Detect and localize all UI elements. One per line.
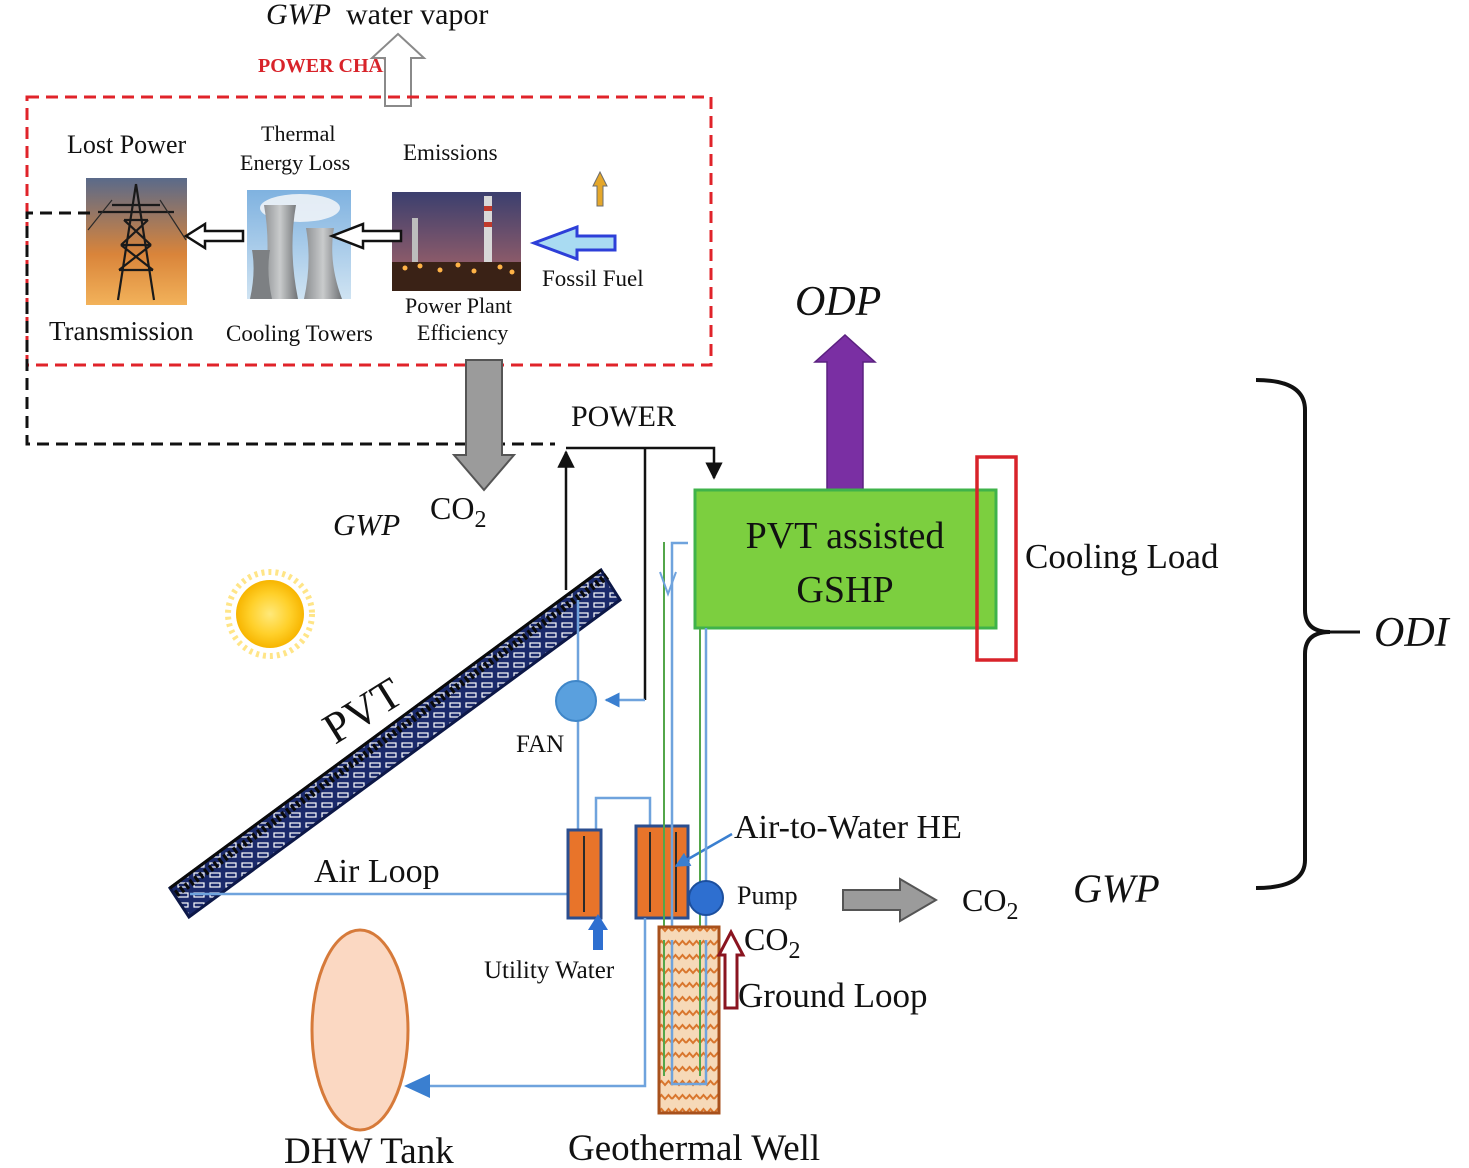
he-crossover-line — [594, 796, 652, 830]
top-gwp-label: GWP — [266, 0, 331, 31]
dhw-tank — [310, 928, 410, 1132]
fossil-fuel-arrow — [529, 224, 617, 262]
cooling-load-marker — [975, 455, 1018, 662]
lost-power-label: Lost Power — [67, 130, 187, 159]
co2-left-label: CO2 — [430, 490, 486, 533]
gwp-right-label: GWP — [1073, 866, 1160, 911]
fan-circle — [555, 680, 597, 722]
dhw-supply-arrowhead — [404, 1074, 430, 1098]
transmission-label: Transmission — [49, 316, 194, 346]
dhw-supply-line — [410, 918, 647, 1094]
ground-loop-supply-line — [670, 541, 688, 1084]
cooling-load-label: Cooling Load — [1025, 537, 1219, 576]
thermal-loss-line1: Thermal — [261, 121, 336, 146]
utility-water-label: Utility Water — [484, 957, 615, 984]
co2-down-arrow — [451, 359, 517, 492]
top-water-vapor-label: water vapor — [346, 0, 488, 31]
fan-label: FAN — [516, 731, 564, 758]
geothermal-well-label: Geothermal Well — [568, 1128, 820, 1168]
transmission-tower-image — [86, 178, 187, 305]
thermal-loss-line2: Energy Loss — [240, 150, 350, 175]
power-chain-title: POWER CHAIN — [258, 55, 406, 77]
air-to-water-heat-exchanger — [634, 824, 690, 920]
emission-up-arrow — [592, 170, 608, 207]
air-to-water-label: Air-to-Water HE — [734, 809, 962, 846]
gshp-line1: PVT assisted — [746, 515, 945, 557]
pvt-panel — [167, 567, 623, 920]
towers-to-transmission-arrow — [183, 221, 245, 251]
odi-label: ODI — [1374, 610, 1451, 656]
ground-loop-label: Ground Loop — [738, 976, 928, 1015]
power-plant-line1: Power Plant — [405, 293, 512, 318]
well-green-overlay — [663, 940, 701, 1076]
lost-power-dashed-line — [25, 211, 555, 446]
odi-brace — [1255, 378, 1331, 890]
ground-loop-co2-arrow — [716, 928, 746, 1010]
cooling-towers-label: Cooling Towers — [226, 321, 373, 346]
utility-water-heat-exchanger — [566, 828, 603, 920]
odp-label: ODP — [795, 279, 881, 325]
gshp-line2: GSHP — [796, 569, 893, 611]
power-plant-image — [392, 192, 521, 291]
emissions-label: Emissions — [403, 140, 498, 165]
plant-to-towers-arrow — [328, 222, 403, 250]
sun-icon — [225, 569, 315, 659]
dhw-tank-label: DHW Tank — [284, 1131, 454, 1168]
cooling-towers-image — [247, 190, 351, 299]
geothermal-well — [657, 925, 721, 1115]
air-to-water-pointer — [674, 832, 733, 868]
utility-water-arrow — [588, 914, 608, 950]
co2-right-label: CO2 — [962, 882, 1018, 925]
power-chain-group: GWP water vapor POWER CHAIN Lost Power T… — [25, 0, 713, 367]
gshp-box — [693, 488, 998, 630]
pump-circle — [688, 880, 724, 916]
co2-right-arrow — [842, 877, 938, 923]
power-to-gshp-line — [566, 446, 723, 480]
well-pipe-overlay — [670, 940, 708, 1086]
power-plant-line2: Efficiency — [417, 320, 508, 345]
pump-label: Pump — [737, 881, 798, 910]
co2-pump-label: CO2 — [744, 921, 800, 964]
odp-up-arrow — [813, 333, 877, 491]
power-label: POWER — [571, 400, 676, 433]
fossil-fuel-label: Fossil Fuel — [542, 266, 644, 291]
ground-loop-flow-chevron — [659, 571, 677, 597]
gwp-left-label: GWP — [333, 507, 400, 542]
air-loop-label: Air Loop — [314, 853, 440, 890]
